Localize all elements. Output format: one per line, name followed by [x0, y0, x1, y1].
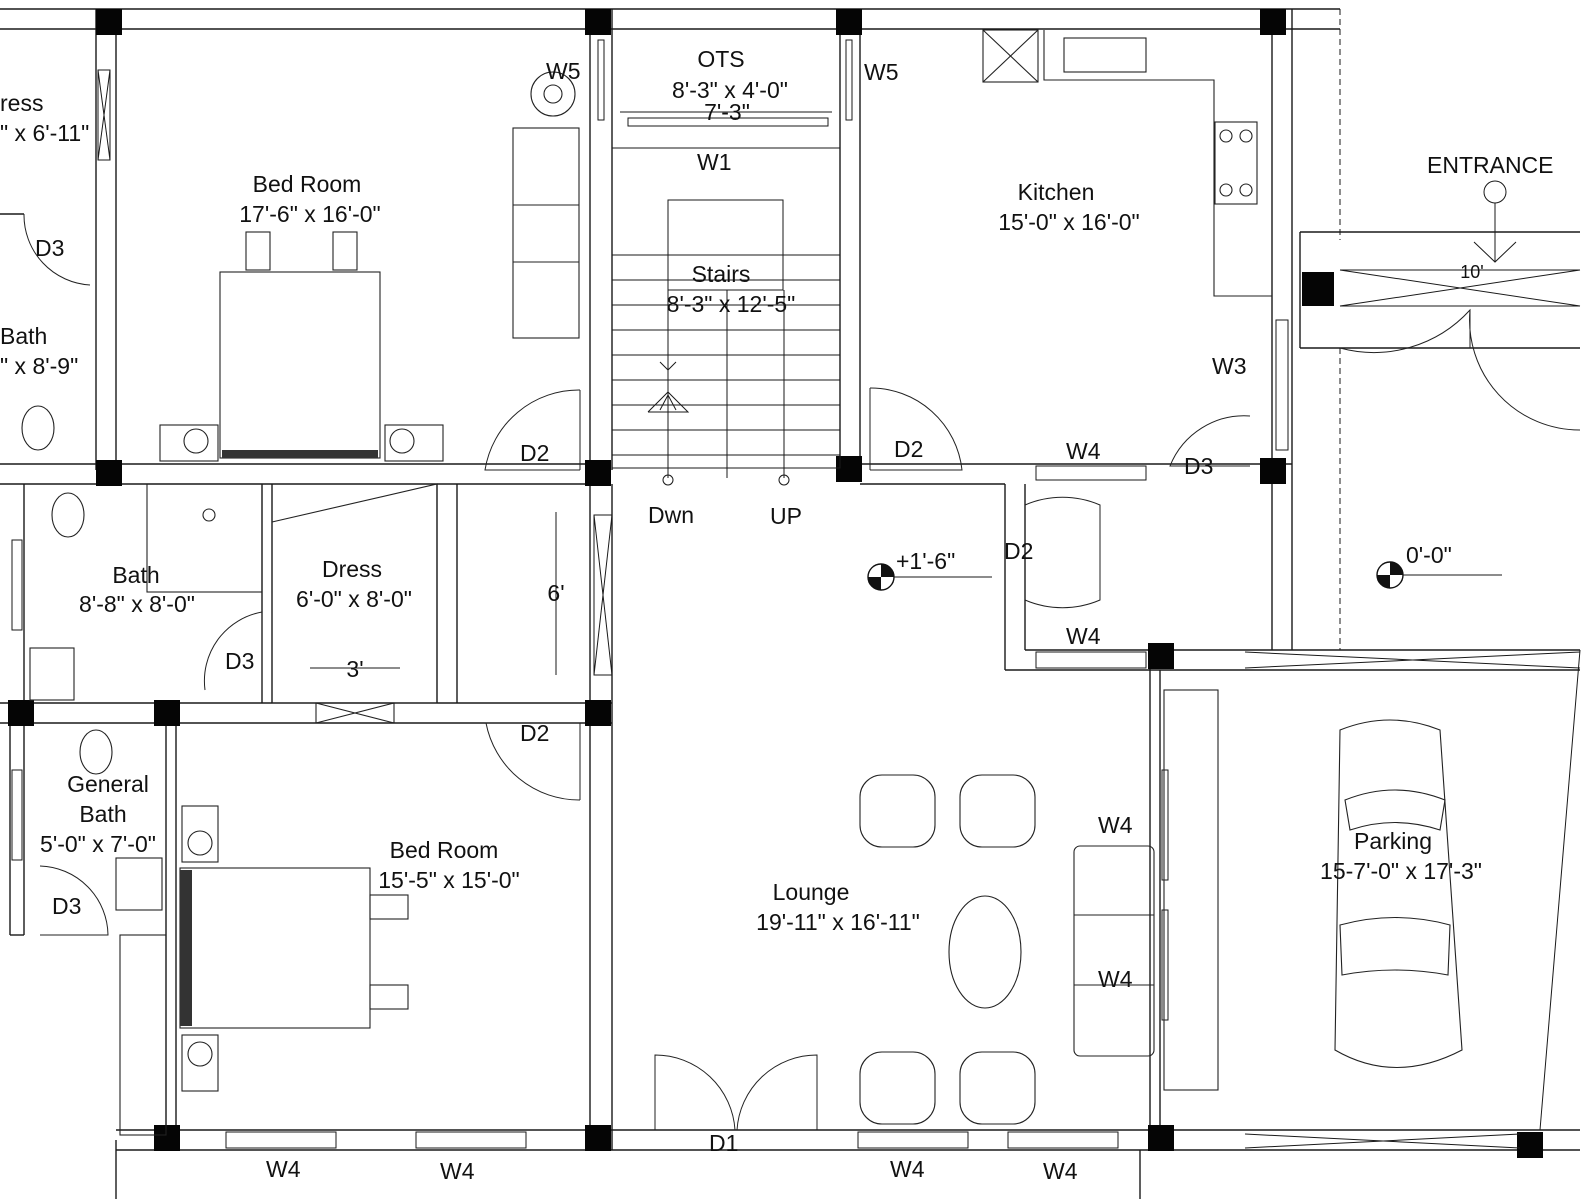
dress2-dim: 6'-0" x 8'-0" [296, 586, 412, 612]
dress2-width: 3' [346, 656, 363, 682]
door-d2-lower: D2 [520, 720, 549, 746]
walls [0, 8, 1581, 1199]
kitchen-name: Kitchen [1018, 179, 1095, 205]
door-d3-bath: D3 [225, 648, 254, 674]
bath2-name: Bath [112, 562, 159, 588]
window-w4-bottom1: W4 [266, 1156, 301, 1182]
window-w4-bottom3: W4 [890, 1156, 925, 1182]
window-w5-left: W5 [546, 58, 581, 84]
lounge-dim: 19'-11" x 16'-11" [756, 909, 920, 935]
lounge-name: Lounge [773, 879, 850, 905]
ots-dim: 8'-3" x 4'-0" [672, 77, 788, 103]
room-labels: ress " x 6'-11" Bed Room 17'-6" x 16'-0"… [0, 46, 1554, 935]
door-d2-stairs: D2 [894, 436, 923, 462]
bath-left-name: Bath [0, 323, 47, 349]
door-d3-top-left: D3 [35, 235, 64, 261]
passage-width: 6' [547, 580, 564, 606]
general-bath-line1: General [67, 771, 149, 797]
window-bands [11, 39, 1289, 1149]
window-w4-bottom4: W4 [1043, 1158, 1078, 1184]
dress2-name: Dress [322, 556, 382, 582]
bed2-name: Bed Room [390, 837, 499, 863]
entrance-width: 10' [1460, 262, 1483, 282]
level-outside: 0'-0" [1406, 542, 1452, 568]
door-swings [23, 213, 1581, 1149]
dress-top-name: ress [0, 90, 43, 116]
general-bath-dim: 5'-0" x 7'-0" [40, 831, 156, 857]
stairs-up: UP [770, 503, 802, 529]
window-w1: W1 [697, 149, 732, 175]
door-labels: D3 D2 D2 D3 D2 D3 D2 D3 D1 [35, 235, 1213, 1156]
door-d3-general: D3 [52, 893, 81, 919]
window-w4-lounge-top: W4 [1066, 623, 1101, 649]
structural-columns [8, 9, 1543, 1158]
door-d3-kitchen: D3 [1184, 453, 1213, 479]
level-lounge: +1'-6" [896, 548, 955, 574]
window-w4-bottom2: W4 [440, 1158, 475, 1184]
parking-name: Parking [1354, 828, 1432, 854]
door-d2-upper: D2 [520, 440, 549, 466]
staircase [611, 147, 841, 486]
window-w4-lounge-right1: W4 [1098, 812, 1133, 838]
dress-top-dim: " x 6'-11" [0, 120, 89, 146]
entrance-label: ENTRANCE [1427, 152, 1554, 178]
bath-left-dim: " x 8'-9" [0, 353, 78, 379]
kitchen-dim: 15'-0" x 16'-0" [998, 209, 1139, 235]
general-bath-line2: Bath [79, 801, 126, 827]
window-w3: W3 [1212, 353, 1247, 379]
window-w4-lounge-right2: W4 [1098, 966, 1133, 992]
door-d1-main: D1 [709, 1130, 738, 1156]
window-w4-kitchen: W4 [1066, 438, 1101, 464]
level-markers [310, 111, 1517, 675]
parking-dim: 15-7'-0" x 17'-3" [1320, 858, 1482, 884]
stairs-dim: 8'-3" x 12'-5" [667, 291, 796, 317]
window-w5-right: W5 [864, 59, 899, 85]
bed1-dim: 17'-6" x 16'-0" [239, 201, 380, 227]
stairs-down: Dwn [648, 502, 694, 528]
window-labels: W5 W5 W1 W3 W4 W4 W4 W4 W4 W4 W4 W4 [266, 58, 1247, 1184]
ots-name: OTS [697, 46, 744, 72]
bath2-dim: 8'-8" x 8'-0" [79, 591, 195, 617]
bed2-dim: 15'-5" x 15'-0" [378, 867, 519, 893]
furniture [21, 29, 1463, 1136]
ots-width: 7'-3" [704, 99, 750, 125]
bed1-name: Bed Room [253, 171, 362, 197]
door-d2-lounge: D2 [1004, 538, 1033, 564]
stairs-name: Stairs [692, 261, 751, 287]
